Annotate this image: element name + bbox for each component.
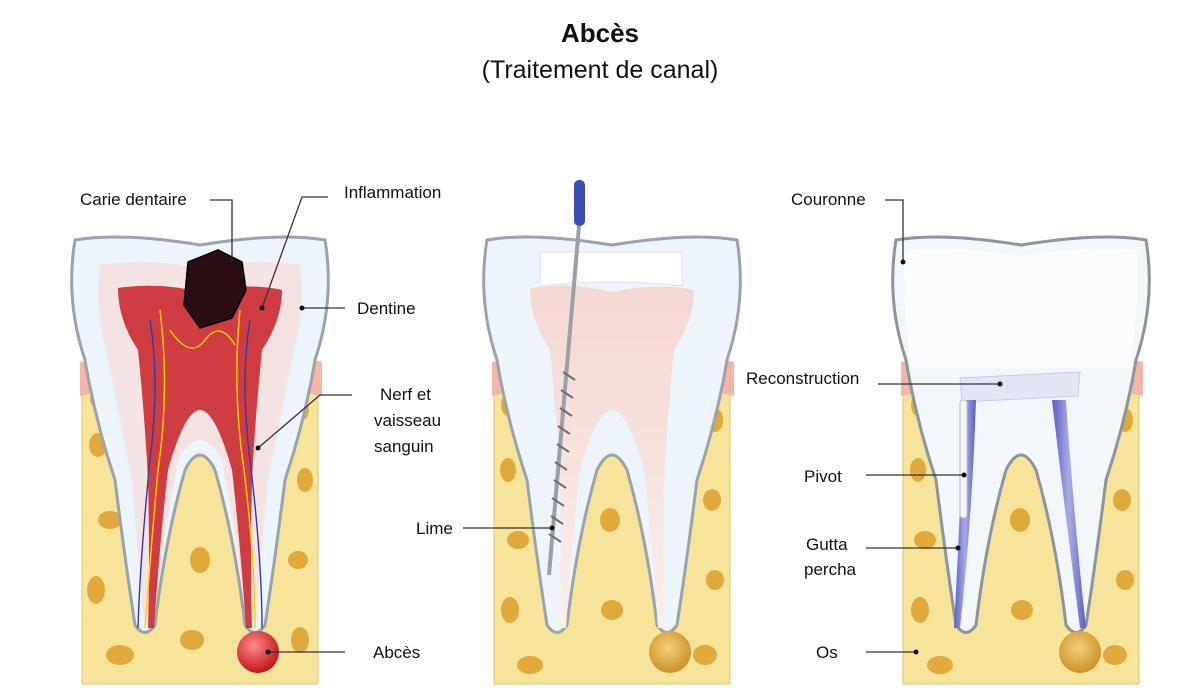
label-carie: Carie dentaire xyxy=(80,190,187,209)
label-nerf-1: Nerf et xyxy=(380,385,431,404)
label-pivot: Pivot xyxy=(804,467,842,486)
pulp-inflamed xyxy=(118,285,282,628)
pivot-post xyxy=(959,399,968,519)
label-nerf-3: sanguin xyxy=(374,437,434,456)
label-reconstruction: Reconstruction xyxy=(746,369,859,388)
tooth-restored xyxy=(891,235,1151,685)
leader-dots xyxy=(255,259,1003,655)
label-os: Os xyxy=(816,643,838,662)
reconstruction xyxy=(959,371,1081,403)
label-gutta-1: Gutta xyxy=(806,535,848,554)
endodontic-file xyxy=(547,180,585,576)
file-handle xyxy=(574,180,585,226)
label-couronne: Couronne xyxy=(791,190,866,209)
caries xyxy=(183,249,247,329)
label-dentine: Dentine xyxy=(357,299,416,318)
periapical-area xyxy=(649,631,691,673)
abscess xyxy=(237,631,279,673)
label-nerf-2: vaisseau xyxy=(374,411,441,430)
nerve-lines xyxy=(137,309,263,629)
label-abces: Abcès xyxy=(373,643,420,662)
pulp-clean xyxy=(530,285,694,628)
label-inflammation: Inflammation xyxy=(344,183,441,202)
gutta-percha-right xyxy=(1052,400,1086,628)
label-gutta-2: percha xyxy=(804,560,857,579)
diagram-subtitle: (Traitement de canal) xyxy=(481,56,719,84)
access-cavity xyxy=(539,251,683,287)
tooth-file xyxy=(482,180,742,685)
tooth-infected xyxy=(70,235,330,685)
crown-shade xyxy=(904,248,1138,368)
diagram-title: Abcès xyxy=(560,18,640,48)
leader-lines xyxy=(210,196,1000,653)
periapical-area xyxy=(1059,631,1101,673)
file-spiral xyxy=(548,371,576,543)
label-lime: Lime xyxy=(416,519,453,538)
